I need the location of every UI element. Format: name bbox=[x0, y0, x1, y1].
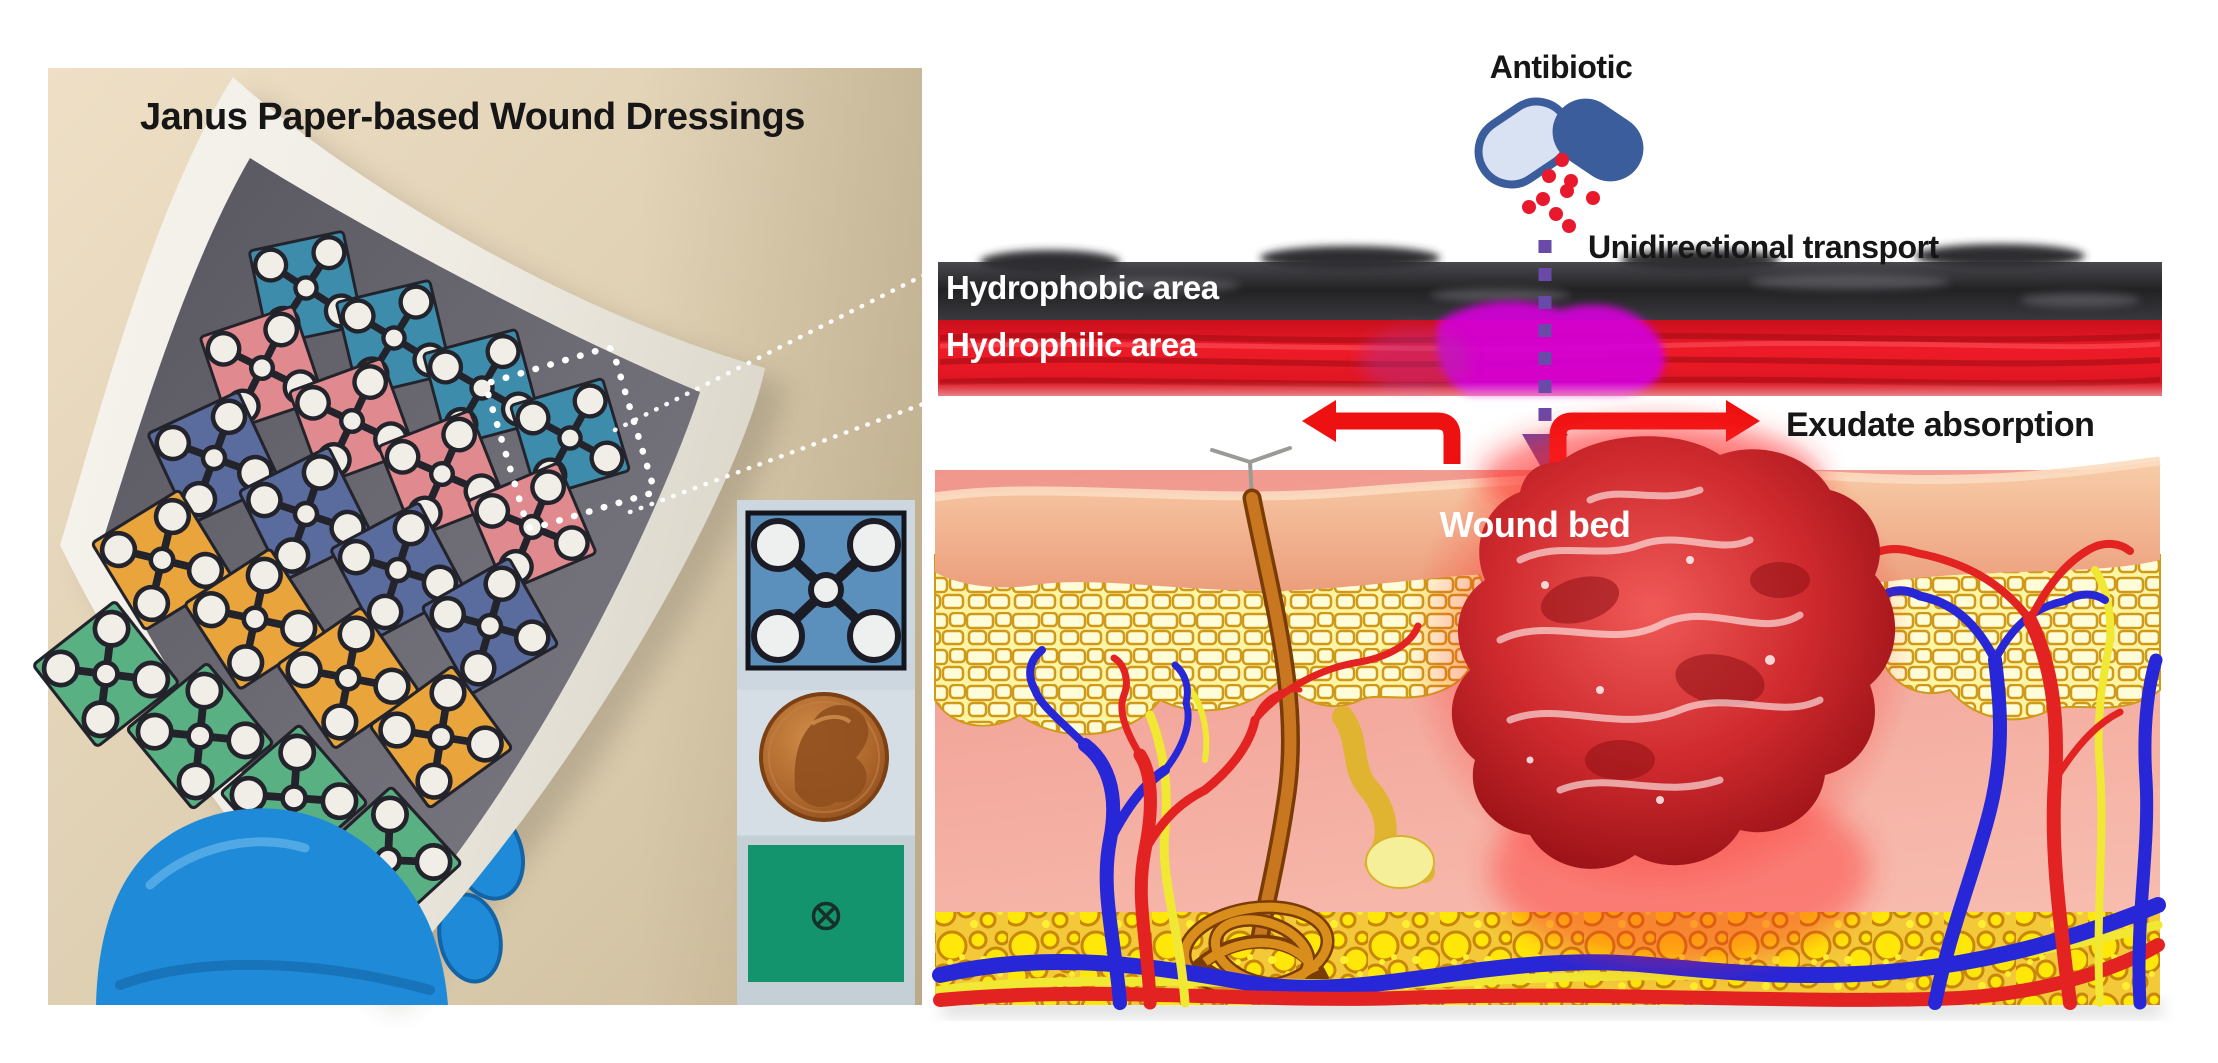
unit-square-green-2 bbox=[126, 662, 274, 810]
transport-label: Unidirectional transport bbox=[1588, 229, 1939, 265]
photo-panel bbox=[33, 68, 941, 1011]
figure-title: Janus Paper-based Wound Dressings bbox=[140, 96, 805, 138]
antibiotic-capsule-icon bbox=[1474, 97, 1644, 189]
wound-bed-label: Wound bed bbox=[1439, 504, 1631, 545]
unit-square-slate-4 bbox=[421, 557, 559, 695]
hydrophilic-label: Hydrophilic area bbox=[946, 326, 1197, 363]
pattern-swatch bbox=[745, 510, 907, 671]
unit-square-orange-1 bbox=[91, 489, 233, 631]
inset-strip bbox=[737, 500, 915, 1005]
glove-thumb bbox=[96, 808, 448, 1005]
wetting-halo bbox=[1360, 328, 1470, 392]
antibiotic-label: Antibiotic bbox=[1489, 49, 1633, 85]
unit-square-green-1 bbox=[33, 601, 179, 747]
callout-lines bbox=[612, 265, 941, 515]
wetting-zone bbox=[1436, 301, 1665, 396]
wound-bed bbox=[1405, 400, 1915, 965]
unit-square-orange-4 bbox=[369, 665, 513, 809]
highlight-box bbox=[483, 344, 657, 532]
exudate-label: Exudate absorption bbox=[1786, 406, 2095, 444]
antibiotic-particles bbox=[1522, 153, 1600, 233]
absorption-arrow-left bbox=[1302, 400, 1461, 464]
unit-square-teal-4 bbox=[509, 377, 631, 499]
pattern-grid bbox=[33, 230, 657, 934]
skin-cross-section bbox=[932, 400, 2166, 1016]
crossed-circle-icon bbox=[811, 901, 841, 931]
hair-follicle bbox=[1210, 446, 1300, 948]
penny-photo bbox=[759, 692, 889, 822]
hydrophobic-label: Hydrophobic area bbox=[946, 269, 1219, 306]
green-swatch bbox=[748, 845, 904, 982]
unit-square-orange-3 bbox=[277, 607, 419, 749]
